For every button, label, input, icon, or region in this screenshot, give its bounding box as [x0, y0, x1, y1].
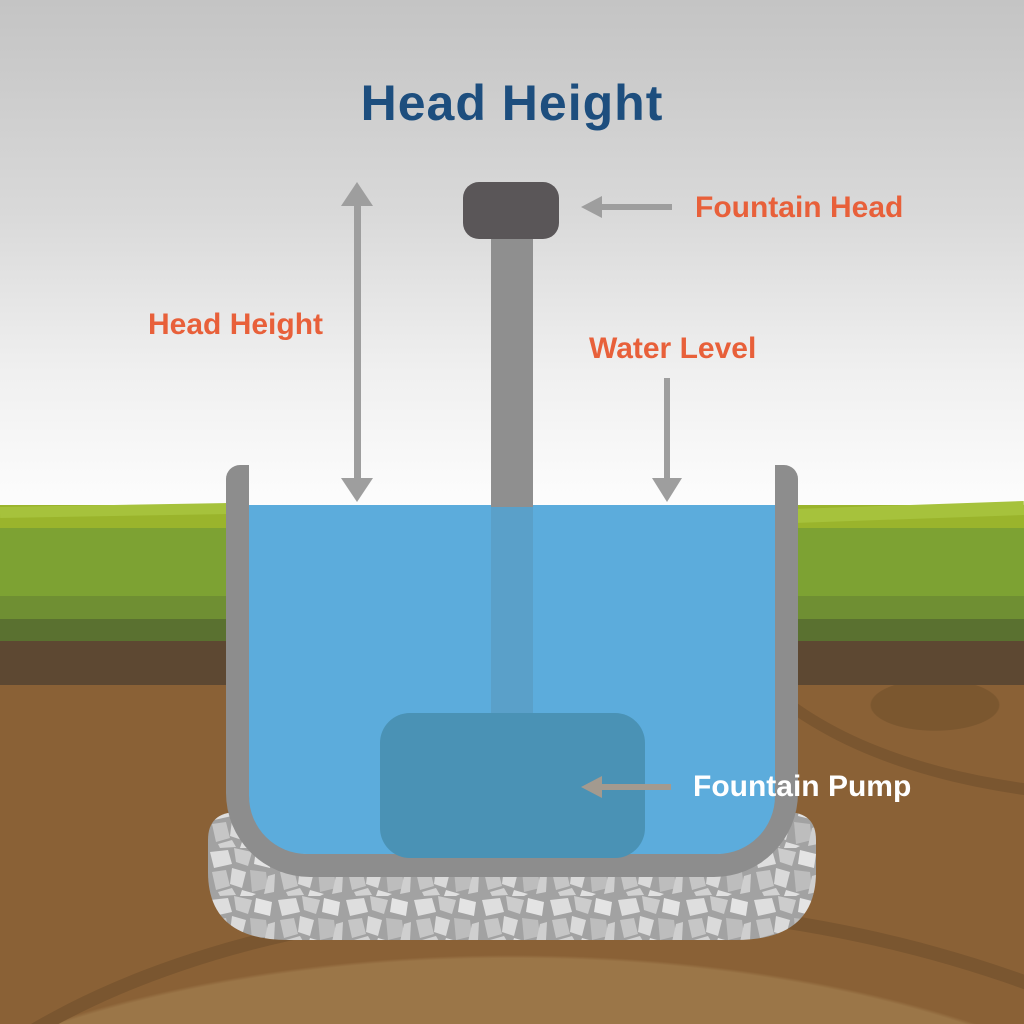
fountain-head-shape — [463, 182, 559, 239]
page-title: Head Height — [360, 75, 664, 131]
fountain-head-label: Fountain Head — [695, 191, 904, 224]
fountain-pump-label: Fountain Pump — [693, 770, 912, 803]
head-height-label: Head Height — [148, 308, 324, 341]
arrow-down-icon — [341, 478, 373, 502]
arrow-line — [601, 784, 671, 790]
arrow-line — [664, 378, 670, 480]
arrow-line — [354, 203, 361, 481]
arrow-left-icon — [581, 776, 602, 798]
submerged-pipe — [491, 505, 533, 715]
arrow-left-icon — [581, 196, 602, 218]
fountain-pipe — [491, 238, 533, 507]
arrow-up-icon — [341, 182, 373, 206]
basin-shell — [226, 465, 798, 877]
arrow-line — [601, 204, 672, 210]
arrow-down-icon — [652, 478, 682, 502]
water-level-label: Water Level — [589, 332, 757, 365]
